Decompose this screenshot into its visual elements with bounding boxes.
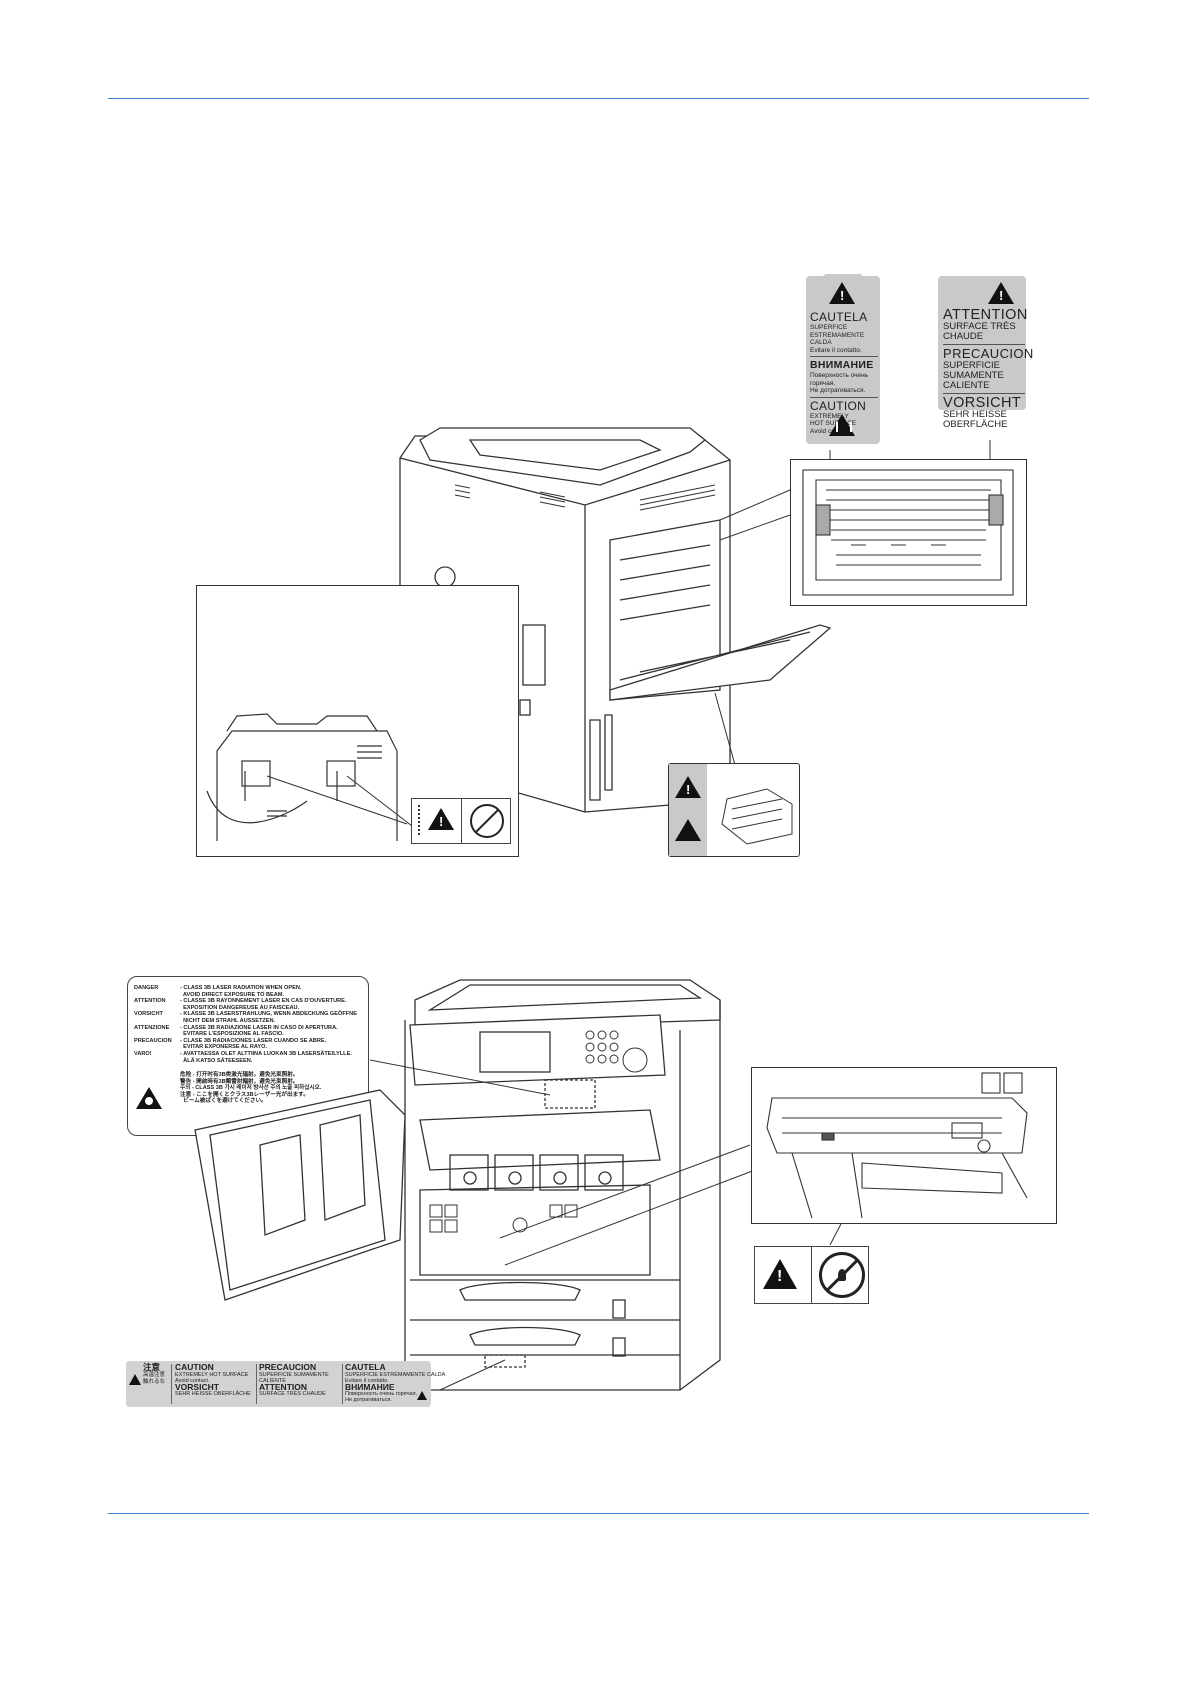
no-fire-icon [819,1252,865,1298]
label-heading: 注意 [143,1362,161,1372]
label-heading: ATTENTION [943,307,1028,323]
label-text: SURFACE TRÈS CHAUDE [259,1391,326,1397]
danger-key: ATTENZIONE [134,1024,170,1031]
inset-waste-toner [751,1067,1057,1224]
danger-text: - KLASSE 3B LASERSTRAHLUNG, WENN ABDECKU… [180,1011,357,1024]
waste-toner-illustration [766,1072,1028,1219]
label-text: SUPERFICIE SUMAMENTE CALIENTE [943,360,1004,391]
label-heading: CAUTELA [810,310,868,324]
label-text: SUPERFICIE SUMAMENTE CALIENTE [259,1371,329,1384]
header-rule [108,98,1089,99]
inset-hot-surface: ! [668,763,800,857]
danger-key: ATTENTION [134,998,166,1005]
label-text: SUPERFICE ESTREMAMENTE CALDA Evitare il … [810,324,865,354]
danger-text: - CLASS 3B LASER RADIATION WHEN OPEN. AV… [180,985,302,998]
warning-triangle-icon: ! [829,282,855,304]
warning-triangle-icon: ! [763,1259,797,1289]
warning-triangle-icon: ! [988,282,1014,304]
danger-text-asian: 危险 - 打开时有3B类激光辐射。避免光束照射。 警告 - 開啟時有3B類雷射輻… [180,1072,322,1105]
inset-side-view: ! [196,585,519,857]
danger-text: - CLASE 3B RADIACIONES LASER CUANDO SE A… [180,1037,327,1051]
label-text: EXTREMELY HOT SURFACE Avoid contact. [175,1371,249,1384]
label-heading: ВНИМАНИЕ [345,1381,395,1392]
danger-text: - CLASSE 3B RADIAZIONE LASER IN CASO DI … [180,1024,338,1038]
hot-surface-icon [417,1391,427,1400]
label-text: SEHR HEISSE OBERFLÄCHE [175,1391,251,1397]
caution-label-right: ! ATTENTION SURFACE TRÈS CHAUDE PRECAUCI… [938,276,1034,430]
label-heading: CAUTELA [345,1362,386,1372]
fuser-open-illustration [721,788,793,845]
label-text: SEHR HEISSE OBERFLÄCHE [943,409,1008,430]
hot-surface-icon [675,819,701,841]
label-heading: ВНИМАНИЕ [810,359,874,371]
laser-warning-sticker: ! [411,798,511,844]
label-heading: ATTENTION [259,1381,308,1392]
label-heading: CAUTION [175,1362,214,1372]
caution-label-left: ! CAUTELA SUPERFICE ESTREMAMENTE CALDA E… [806,274,880,444]
fuser-illustration [802,469,1014,596]
danger-key: VORSICHT [134,1011,163,1018]
label-text: SUPERFICIE ESTREMAMENTE CALDA Evitare il… [345,1371,446,1384]
danger-text: - AVATTAESSA OLET ALTTIINA LUOKAN 3B LAS… [180,1050,352,1064]
hot-surface-icon [829,414,855,436]
label-heading: VORSICHT [175,1381,219,1392]
label-text: Поверхность очень горячая, Не дотрагиват… [345,1391,418,1403]
hot-surface-label: 注意 高温注意 触れるな CAUTION EXTREMELY HOT SURFA… [126,1361,446,1407]
no-fire-warning-sticker: ! [754,1246,869,1304]
label-heading: VORSICHT [943,395,1022,411]
danger-key: PRECAUCION [134,1037,172,1044]
no-touch-icon [470,804,504,838]
footer-rule [108,1513,1089,1514]
label-heading: PRECAUCION [259,1362,317,1372]
laser-hazard-icon [136,1087,162,1109]
warning-triangle-icon: ! [428,808,454,830]
danger-key: VARO! [134,1050,152,1057]
label-text: Поверхность очень горячая. Не дотрагиват… [810,372,869,394]
warning-triangle-icon: ! [675,776,701,798]
label-heading: PRECAUCION [943,346,1034,361]
warning-triangle-icon [129,1374,141,1385]
label-heading: CAUTION [810,398,867,413]
scanner-side-illustration [206,713,413,841]
label-text: SURFACE TRÈS CHAUDE [943,321,1016,342]
danger-text: - CLASSE 3B RAYONNEMENT LASER EN CAS D'O… [180,998,347,1011]
label-text: 高温注意 触れるな [143,1371,166,1386]
danger-key: DANGER [134,985,159,991]
inset-fuser-detail [790,459,1027,606]
